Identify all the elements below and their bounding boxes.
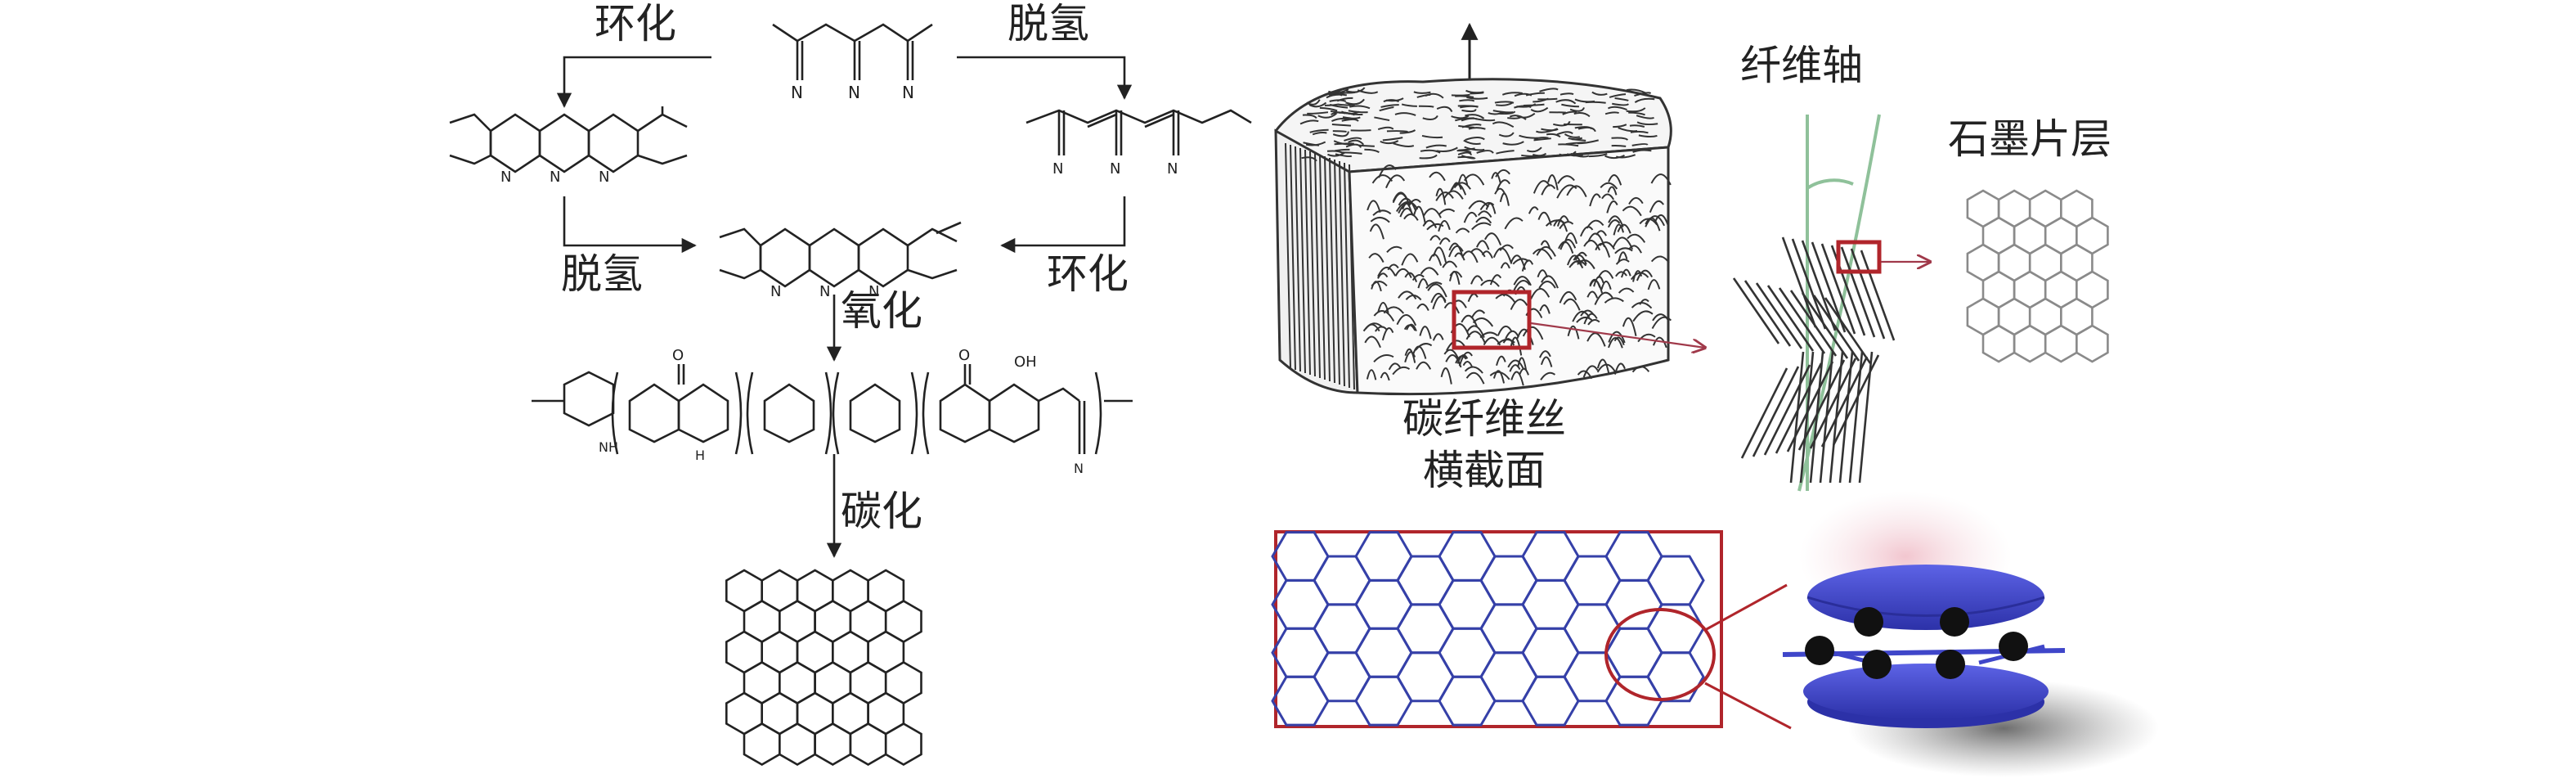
hexagon xyxy=(1646,651,1705,703)
hexagon xyxy=(743,722,781,767)
svg-text:N: N xyxy=(791,83,803,102)
label-cyclization-top: 环化 xyxy=(595,0,676,47)
label-graphite-sheet: 石墨片层 xyxy=(1948,115,2112,163)
svg-text:N: N xyxy=(1110,160,1120,178)
reaction-scheme: N N N N N N N N xyxy=(449,23,1252,767)
svg-text:OH: OH xyxy=(1014,353,1037,371)
svg-text:NH: NH xyxy=(599,439,618,455)
polyacrylonitrile-structure: N N N xyxy=(772,23,933,102)
svg-text:N: N xyxy=(1167,160,1178,178)
oxidized-structure: O NH H O OH N . xyxy=(532,347,1133,476)
label-oxidation: 氧化 xyxy=(841,287,922,335)
cyclization-arrow-top xyxy=(556,56,711,108)
cyclization-arrow-bottom xyxy=(1000,196,1126,254)
label-cross-section-line1: 碳纤维丝 xyxy=(1402,395,1566,443)
hexagon xyxy=(884,722,922,767)
svg-text:N: N xyxy=(550,169,560,186)
svg-text:N: N xyxy=(819,283,830,300)
svg-text:N: N xyxy=(848,83,860,102)
cross-section-highlight xyxy=(1452,290,1532,350)
hexagon xyxy=(1981,324,2016,363)
lattice-zoom-circle xyxy=(1604,608,1716,701)
carbon-fiber-block-icon xyxy=(1274,78,1672,396)
label-cyclization-bottom: 环化 xyxy=(1047,250,1129,298)
svg-text:N: N xyxy=(868,283,879,300)
hexagon xyxy=(2044,324,2078,363)
svg-text:N: N xyxy=(599,169,609,186)
dehydrogenation-arrow-top xyxy=(957,56,1133,100)
graphite-hexagon-icon xyxy=(1966,189,2109,363)
graphene-lattice xyxy=(1271,530,1792,730)
svg-text:N: N xyxy=(500,169,511,186)
dehydrogenation-arrow-bottom xyxy=(563,196,697,254)
label-dehydrogenation-bottom: 脱氢 xyxy=(561,250,643,298)
hexagon xyxy=(778,722,816,767)
svg-text:N: N xyxy=(1052,160,1063,178)
svg-text:O: O xyxy=(958,347,970,364)
dehydrogenated-chain-structure: N N N xyxy=(1025,109,1252,178)
graphitic-structure xyxy=(725,569,922,767)
cross-section-arrow xyxy=(1530,322,1705,348)
label-cross-section-line2: 横截面 xyxy=(1423,447,1546,494)
hexagon xyxy=(849,722,887,767)
label-dehydrogenation-top: 脱氢 xyxy=(1008,0,1089,47)
hexagon xyxy=(1646,555,1705,606)
svg-text:N: N xyxy=(1074,461,1084,476)
svg-text:O: O xyxy=(672,347,684,364)
hexagon xyxy=(2013,324,2047,363)
svg-text:N: N xyxy=(770,283,781,300)
pi-orbital-icon xyxy=(1782,491,2159,777)
hexagon xyxy=(814,722,852,767)
hexagon xyxy=(2076,324,2109,363)
label-carbonization: 碳化 xyxy=(841,488,922,535)
svg-text:H: H xyxy=(695,448,705,463)
carbon-fiber-structure xyxy=(1271,22,2159,777)
svg-text:N: N xyxy=(902,83,914,102)
fiber-bundle-icon xyxy=(1732,114,1896,492)
ladder-polymer-structure: N N N xyxy=(719,221,962,300)
cyclized-ladder-structure: N N N xyxy=(449,106,688,186)
label-fiber-axis: 纤维轴 xyxy=(1740,42,1863,89)
